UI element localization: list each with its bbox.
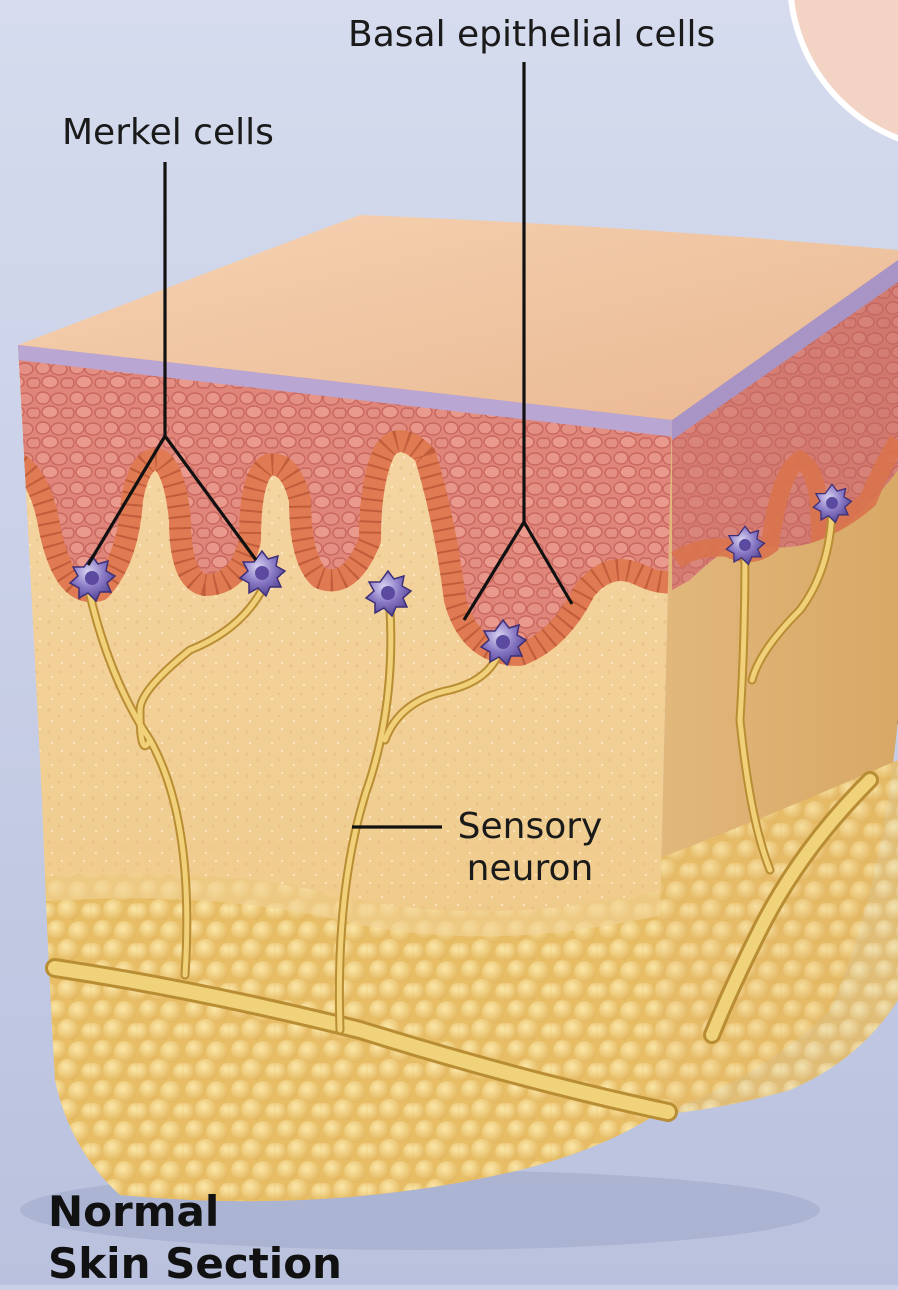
diagram-title-line2: Skin Section bbox=[48, 1238, 342, 1290]
basal-epithelial-cells-label: Basal epithelial cells bbox=[348, 14, 715, 56]
diagram-title: Normal Skin Section bbox=[48, 1186, 342, 1290]
merkel-cells-label: Merkel cells bbox=[62, 112, 274, 154]
sensory-neuron-label-line1: Sensory bbox=[455, 806, 605, 848]
sensory-neuron-label: Sensory neuron bbox=[455, 806, 605, 890]
sensory-neuron-label-line2: neuron bbox=[455, 848, 605, 890]
block-front-face bbox=[0, 330, 700, 1250]
diagram-title-line1: Normal bbox=[48, 1186, 342, 1238]
